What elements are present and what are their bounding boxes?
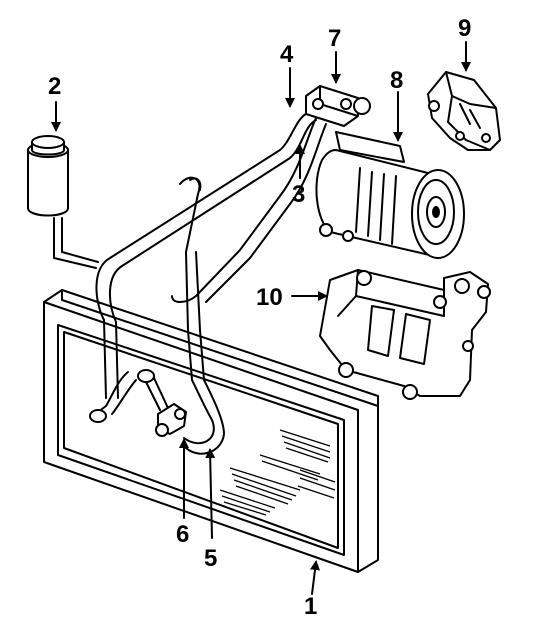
callout-2: 2 bbox=[48, 73, 61, 100]
callout-5: 5 bbox=[204, 545, 217, 572]
callout-arrows bbox=[51, 41, 471, 595]
callout-1: 1 bbox=[304, 593, 317, 620]
callout-7: 7 bbox=[328, 25, 341, 52]
mounting-bracket-10 bbox=[319, 269, 491, 400]
manifold bbox=[305, 85, 371, 127]
callout-9: 9 bbox=[458, 15, 471, 42]
callout-labels: 1 2 3 4 5 6 7 8 9 10 bbox=[48, 15, 471, 620]
fitting-6 bbox=[137, 369, 187, 437]
condenser-fins bbox=[219, 429, 336, 516]
callout-6: 6 bbox=[176, 521, 189, 548]
callout-3: 3 bbox=[292, 181, 305, 208]
refrigerant-lines bbox=[53, 111, 327, 455]
condenser bbox=[43, 289, 379, 573]
compressor bbox=[315, 131, 465, 259]
callout-8: 8 bbox=[390, 67, 403, 94]
callout-4: 4 bbox=[280, 41, 294, 68]
callout-10: 10 bbox=[256, 284, 283, 311]
accumulator bbox=[27, 135, 69, 217]
bracket-9 bbox=[427, 71, 501, 151]
